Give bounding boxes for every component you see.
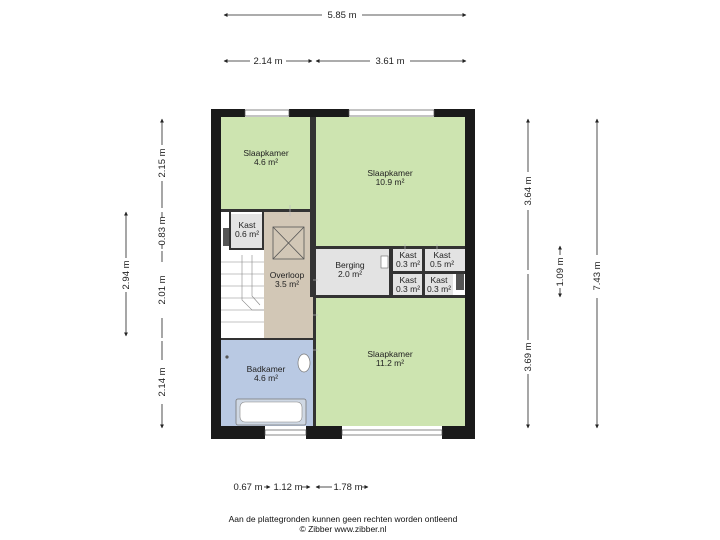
room-overloop-name: Overloop: [270, 270, 305, 280]
room-kast-5-fill: [425, 274, 453, 295]
footer: Aan de plattegronden kunnen geen rechten…: [229, 514, 458, 534]
dim-right-mid: 1.09 m: [555, 257, 566, 286]
room-slaapkamer-1-name: Slaapkamer: [243, 148, 289, 158]
room-kast-4-name: Kast: [399, 275, 417, 285]
dim-bottom-2: 1.12 m: [273, 482, 302, 493]
room-kast-5-area: 0.3 m²: [427, 284, 451, 294]
room-overloop-fill: [264, 212, 313, 340]
dim-left-2: 0.83 m: [157, 216, 168, 245]
door-openings: [289, 205, 438, 351]
dim-right-2: 3.69 m: [523, 342, 534, 371]
footer-copyright: © Zibber www.zibber.nl: [299, 524, 386, 534]
dimension-labels: 5.85 m 2.14 m 3.61 m 2.15 m 0.83 m 2.01 …: [121, 10, 603, 493]
room-overloop-area: 3.5 m²: [275, 279, 299, 289]
exterior-walls: [211, 109, 475, 439]
dim-bottom-1: 0.67 m: [233, 482, 262, 493]
void-cross-box: [272, 226, 305, 260]
room-slaapkamer-1-area: 4.6 m²: [254, 157, 278, 167]
room-kast-5-name: Kast: [430, 275, 448, 285]
room-kast-1-name: Kast: [238, 220, 256, 230]
interior-walls: [221, 117, 465, 426]
room-kast-3-area: 0.5 m²: [430, 259, 454, 269]
room-kast-4-fill: [393, 274, 422, 295]
room-kast-3-fill: [425, 249, 465, 271]
dim-top-right: 3.61 m: [375, 56, 404, 67]
fixtures: [221, 226, 464, 426]
dim-left-4: 2.14 m: [157, 367, 168, 396]
dim-right-1: 3.64 m: [523, 176, 534, 205]
room-badkamer-name: Badkamer: [247, 364, 286, 374]
stairs-fill: [221, 250, 264, 338]
windows: [244, 109, 443, 436]
room-slaapkamer-2-name: Slaapkamer: [367, 168, 413, 178]
stairs-icon: [221, 255, 264, 323]
room-kast-4-area: 0.3 m²: [396, 284, 420, 294]
room-berging-name: Berging: [335, 260, 365, 270]
room-slaapkamer-1-fill: [221, 117, 310, 209]
dim-right-total: 7.43 m: [592, 261, 603, 290]
room-slaapkamer-2-fill: [316, 117, 465, 246]
room-kast-2-name: Kast: [399, 250, 417, 260]
footer-disclaimer: Aan de plattegronden kunnen geen rechten…: [229, 514, 458, 524]
room-kast-2-fill: [393, 249, 422, 271]
dimension-lines: [124, 13, 599, 489]
boiler-icon: [380, 255, 389, 269]
room-kast-2-area: 0.3 m²: [396, 259, 420, 269]
room-berging-area: 2.0 m²: [338, 269, 362, 279]
room-fills: [221, 117, 465, 426]
sink-icon: [297, 353, 311, 373]
dim-left-1: 2.15 m: [157, 148, 168, 177]
room-kast-1-area: 0.6 m²: [235, 229, 259, 239]
room-kast-3-name: Kast: [433, 250, 451, 260]
room-kast-1-fill: [231, 214, 262, 248]
dim-left-outer: 2.94 m: [121, 260, 132, 289]
room-badkamer-area: 4.6 m²: [254, 373, 278, 383]
dim-bottom-3: 1.78 m: [333, 482, 362, 493]
room-slaapkamer-3-name: Slaapkamer: [367, 349, 413, 359]
dim-left-3: 2.01 m: [157, 275, 168, 304]
room-slaapkamer-3-fill: [316, 298, 465, 426]
room-labels: Slaapkamer 4.6 m² Slaapkamer 10.9 m² Kas…: [235, 148, 454, 383]
dim-top-left: 2.14 m: [253, 56, 282, 67]
room-slaapkamer-2-area: 10.9 m²: [376, 177, 405, 187]
room-slaapkamer-3-area: 11.2 m²: [376, 358, 404, 368]
room-berging-fill: [316, 249, 389, 295]
dim-top-total: 5.85 m: [327, 10, 356, 21]
